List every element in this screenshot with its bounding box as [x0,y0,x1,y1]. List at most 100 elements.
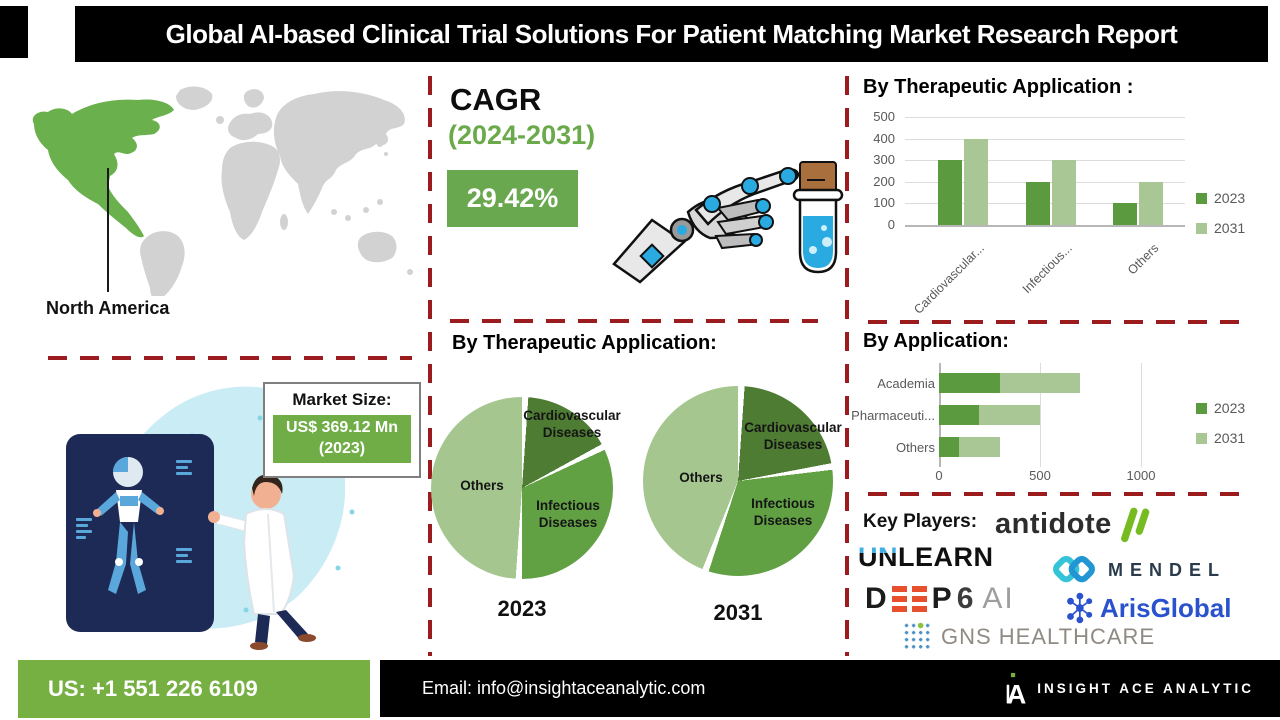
gridline [905,138,1185,140]
y-tick-label: 500 [873,109,895,124]
bar-chart-plot [905,117,1185,227]
antidote-wordmark: antidote [995,507,1112,540]
stacked-bar-2031-2 [979,405,1040,425]
logo-arisglobal: ArisGlobal [1062,588,1231,628]
header-corner-block [0,6,28,58]
divider-right-column-1 [868,320,1240,324]
application-chart-title: By Application: [863,330,1009,352]
market-size-label: Market Size: [292,390,392,409]
logo-deep6-ai: D P 6 AI [865,582,1015,616]
y-tick-label: 400 [873,130,895,146]
map-africa [221,141,280,240]
bar-2023-1 [938,160,962,225]
deep6-six: 6 [956,582,974,615]
pie-2023-label-others: Others [460,478,504,493]
legend-label: 2023 [1214,190,1246,206]
stacked-bar-2031-3 [959,437,1000,457]
pie-chart-2023 [431,397,613,579]
y-tick-label: 0 [887,217,895,232]
pie-section-title: By Therapeutic Application: [452,332,717,354]
stacked-bar-2023-3 [939,437,960,457]
legend-swatch [1196,402,1207,414]
pie-2031-label-infectious: Infectious Diseases [751,496,815,528]
y-tick-label: 300 [873,152,895,168]
deep6-e-bars-icon [911,586,927,612]
footer-phone: US: +1 551 226 6109 [48,676,258,701]
map-europe [228,112,273,141]
header-bar: Global AI-based Clinical Trial Solutions… [75,6,1268,62]
deep6-ai: AI [982,582,1015,615]
arisglobal-molecule-icon [1067,592,1093,624]
gridline [905,160,1185,162]
stacked-bar-2031-1 [999,373,1081,393]
y-tick-label: 200 [873,173,895,189]
page-title: Global AI-based Clinical Trial Solutions… [165,18,1178,49]
divider-left-column [48,356,412,360]
footer-brand: A INSIGHT ACE ANALYTIC [1005,672,1254,706]
bar-2031-2 [1052,160,1076,225]
map-greenland [176,86,213,110]
legend-item-2031: 2031 [1196,220,1245,236]
pie-2023-label-cardiovascular: Cardiovascular Diseases [523,408,621,440]
bar-chart-legend: 2023 2031 [1196,190,1245,250]
legend-label: 2031 [1214,220,1246,236]
unlearn-learn-part: LEARN [898,542,994,572]
footer-bar: Email: info@insightaceanalytic.com A INS… [380,660,1280,717]
bar-2023-2 [1026,181,1050,225]
logo-unlearn: UNLEARN [858,542,994,573]
map-pointer-line [107,168,109,292]
bar-2023-3 [1113,203,1137,225]
doctor-figure [208,474,316,650]
x-category-label: Infectious... [1019,241,1075,297]
svg-text:A: A [1007,678,1027,706]
gns-grid-icon [904,622,930,649]
divider-vertical-right [845,76,849,656]
legend-item-2031: 2031 [1196,430,1245,446]
bar-chart-title: By Therapeutic Application : [863,76,1134,98]
application-chart-plot [939,363,1191,467]
market-size-value: US$ 369.12 Mn (2023) [273,415,411,463]
bar-chart-x-categories: Cardiovascular...Infectious...Others [905,233,1185,317]
insightace-logo-icon: A [1006,672,1027,706]
x-category-label: Others [1125,241,1162,278]
cagr-value-badge: 29.42% [447,170,578,227]
pie-2031-label-others: Others [679,470,723,485]
market-size-card: Market Size: US$ 369.12 Mn (2023) [263,382,421,478]
footer-phone-box: US: +1 551 226 6109 [18,660,370,718]
legend-swatch [1196,192,1207,204]
divider-vertical-left [428,76,432,656]
pie-2031-year-label: 2031 [713,600,763,625]
map-australia [357,231,397,263]
gridline [905,225,1185,227]
cagr-value: 29.42% [466,183,559,213]
gns-wordmark: GNS HEALTHCARE [941,624,1156,649]
deep6-d: D [865,582,887,615]
robot-hand-illustration [612,161,844,284]
legend-label: 2031 [1214,430,1246,446]
bar-2031-3 [1139,181,1163,225]
key-players-label: Key Players: [863,511,978,532]
y-category-label: Others [895,440,935,455]
world-map [32,86,413,296]
x-tick-label: 500 [1029,468,1051,483]
xray-panel [66,434,214,632]
y-category-label: Pharmaceuti... [851,408,935,423]
pie-chart-2031 [643,386,833,576]
map-asia [273,91,405,214]
bar-2031-1 [964,138,988,225]
unlearn-un-part: UN [858,542,898,572]
logo-mendel: MENDEL [1048,550,1226,590]
data-bars [76,460,192,563]
y-category-label: Academia [877,376,935,391]
deep6-e-bars-icon [891,586,907,612]
logo-gns-healthcare: GNS HEALTHCARE [903,622,1155,652]
robotic-hand [612,167,800,284]
brand-name: INSIGHT ACE ANALYTIC [1037,681,1254,696]
map-south-america [140,231,185,296]
mendel-logo-icon [1053,555,1095,583]
divider-right-column-2 [868,492,1240,496]
